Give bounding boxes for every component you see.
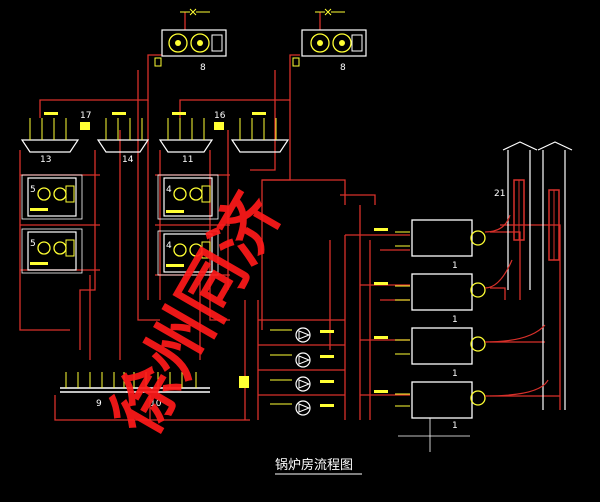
equipment-number-8a: 8 (200, 63, 206, 73)
boiler-number-1d: 1 (452, 421, 458, 431)
boiler-1-d: 1 (411, 381, 486, 431)
equipment-number-21: 21 (494, 189, 505, 199)
boiler-valves (395, 231, 410, 407)
boiler-1-b: 1 (411, 273, 486, 325)
pipe-annotations (30, 112, 388, 407)
equipment-number-9: 9 (96, 399, 102, 409)
pump-d (295, 400, 311, 416)
chimney-right (537, 141, 573, 410)
boiler-1-a: 1 (411, 219, 486, 271)
heat-exchanger-8-left: 8 (161, 29, 227, 73)
pump-a (295, 327, 311, 343)
softener-unit-5-upper: 5 (21, 174, 83, 220)
collector-14: 14 (96, 118, 150, 165)
collector-11: 11 (158, 118, 214, 165)
reference-cross (398, 418, 470, 452)
softener-unit-5-lower: 5 (21, 228, 83, 274)
heat-exchanger-8-right: 8 (301, 29, 367, 73)
header-10: 10 (126, 372, 210, 409)
boiler-number-1c: 1 (452, 369, 458, 379)
equipment-number-4a: 4 (166, 185, 172, 195)
equipment-number-8b: 8 (340, 63, 346, 73)
equipment-number-16: 16 (214, 111, 226, 121)
circulation-pumps (239, 327, 311, 416)
top-valves (154, 8, 345, 67)
softener-unit-4-upper: 4 (157, 174, 219, 220)
equipment-number-13: 13 (40, 155, 51, 165)
equipment-number-5a: 5 (30, 185, 36, 195)
pump-17: 17 (80, 111, 91, 130)
pump-b (295, 352, 311, 368)
equipment-number-14: 14 (122, 155, 134, 165)
pump-c (295, 376, 311, 392)
boiler-1-c: 1 (411, 327, 486, 379)
boiler-number-1b: 1 (452, 315, 458, 325)
pump-16: 16 (214, 111, 226, 130)
collector-12 (230, 118, 290, 153)
collector-13: 13 (20, 118, 80, 165)
boiler-number-1a: 1 (452, 261, 458, 271)
equipment-number-10: 10 (150, 399, 162, 409)
softener-unit-4-lower: 4 (157, 230, 219, 276)
expansion-tank (239, 376, 249, 388)
header-9: 9 (60, 372, 130, 409)
equipment-number-4b: 4 (166, 241, 172, 251)
flue-ducts (484, 214, 549, 397)
diagram-title: 锅炉房流程图 (275, 457, 353, 473)
equipment-number-17: 17 (80, 111, 91, 121)
equipment-number-11: 11 (182, 155, 193, 165)
equipment-number-5b: 5 (30, 239, 36, 249)
